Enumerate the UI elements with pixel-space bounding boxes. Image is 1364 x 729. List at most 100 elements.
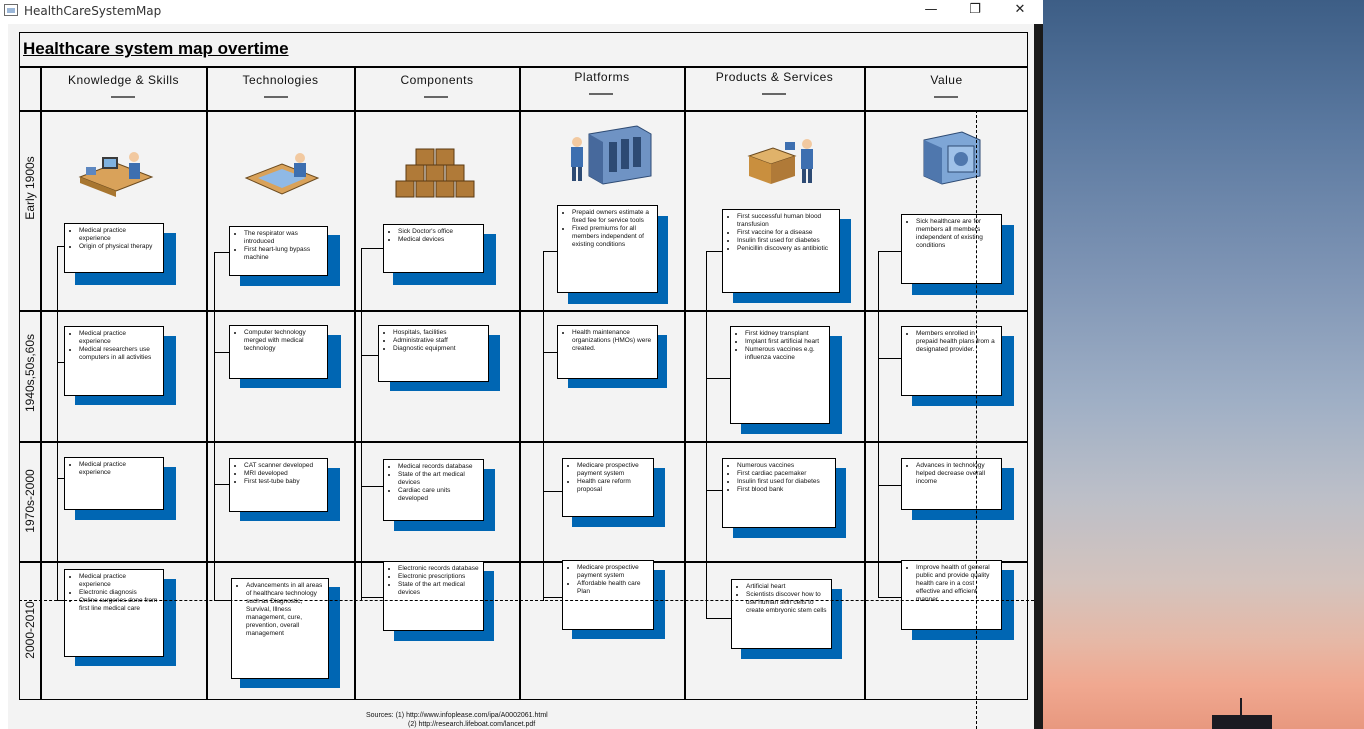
- cell-item: Improve health of general public and pro…: [916, 564, 997, 604]
- source-line: (2) http://research.lifeboat.com/lancet.…: [408, 721, 536, 728]
- cell-item: Fixed premiums for all members independe…: [572, 225, 653, 249]
- cell-item: Medicare prospective payment system: [577, 564, 649, 580]
- cell-item: Medical researchers use computers in all…: [79, 346, 159, 362]
- cell-item: First vaccine for a disease: [737, 229, 835, 237]
- cell-item: Diagnostic equipment: [393, 345, 484, 353]
- connector-line: [878, 358, 902, 359]
- connector-line: [543, 251, 544, 601]
- grid-line: [206, 66, 208, 700]
- column-header: Components: [400, 73, 474, 87]
- blueprint-planner-icon: [244, 153, 320, 195]
- cell-box: Medicare prospective payment systemHealt…: [562, 458, 654, 517]
- cell-box: Advancements in all areas of healthcare …: [231, 578, 329, 679]
- guide-line: [19, 600, 1034, 601]
- cell-item: CAT scanner developed: [244, 462, 323, 470]
- connector-line: [878, 251, 879, 598]
- cell-item: First cardiac pacemaker: [737, 470, 831, 478]
- cell-box: Health maintenance organizations (HMOs) …: [557, 325, 658, 379]
- document-title: Healthcare system map overtime: [23, 39, 289, 58]
- connector-line: [361, 355, 379, 356]
- delivery-box-icon: [747, 139, 813, 184]
- cell-item: Medical practice experience: [79, 461, 159, 477]
- cell-box: Medical practice experienceMedical resea…: [64, 326, 164, 396]
- connector-line: [361, 597, 383, 598]
- cell-item: First successful human blood transfusion: [737, 213, 835, 229]
- cell-item: Scientists discover how to use human ski…: [746, 591, 827, 615]
- cell-item: Sick Doctor's office: [398, 228, 479, 236]
- source-line: Sources: (1) http://www.infoplease.com/i…: [366, 712, 548, 719]
- cell-item: Prepaid owners estimate a fixed fee for …: [572, 209, 653, 225]
- cell-box: Medical records databaseState of the art…: [383, 459, 484, 521]
- close-button[interactable]: ✕: [1014, 2, 1026, 17]
- cell-item: Hospitals, facilities: [393, 329, 484, 337]
- grid-line: [40, 66, 42, 700]
- cell-box: Medical practice experienceOrigin of phy…: [64, 223, 164, 273]
- header-underline: [934, 96, 958, 98]
- connector-line: [543, 251, 558, 252]
- connector-line: [214, 352, 230, 353]
- map-grid: [19, 32, 1028, 700]
- era-label: 1940s,50s,60s: [23, 333, 37, 413]
- connector-line: [878, 597, 902, 598]
- cell-item: Computer technology merged with medical …: [244, 329, 323, 353]
- cell-box: The respirator was introducedFirst heart…: [229, 226, 328, 276]
- connector-line: [543, 352, 558, 353]
- connector-line: [57, 362, 65, 363]
- window-title: HealthCareSystemMap: [24, 4, 162, 18]
- cell-item: MRI developed: [244, 470, 323, 478]
- cell-item: Numerous vaccines e.g. influenza vaccine: [745, 346, 825, 362]
- cell-box: Medical practice experienceElectronic di…: [64, 569, 164, 657]
- cell-box: First successful human blood transfusion…: [722, 209, 840, 293]
- maximize-button[interactable]: ❐: [969, 2, 981, 17]
- cell-item: Electronic diagnosis: [79, 589, 159, 597]
- window-edge: [1034, 24, 1043, 729]
- cell-item: Electronic records database: [398, 565, 479, 573]
- cell-box: Medical practice experience: [64, 457, 164, 510]
- desk-worker-icon: [78, 152, 154, 197]
- title-bar: HealthCareSystemMap — ❐ ✕: [0, 0, 1043, 22]
- cell-item: First heart-lung bypass machine: [244, 246, 323, 262]
- header-underline: [111, 96, 135, 98]
- cell-item: First blood bank: [737, 486, 831, 494]
- cell-item: First kidney transplant: [745, 330, 825, 338]
- connector-line: [706, 251, 723, 252]
- column-header: Products & Services: [715, 70, 834, 84]
- cell-item: State of the art medical devices: [398, 471, 479, 487]
- connector-line: [543, 597, 562, 598]
- grid-line: [19, 310, 1028, 312]
- cell-box: Advances in technology helped decrease o…: [901, 458, 1002, 510]
- wallpaper-building: [1212, 715, 1272, 729]
- server-rack-icon: [571, 125, 652, 185]
- boxes-icon: [395, 148, 475, 198]
- cell-item: Health maintenance organizations (HMOs) …: [572, 329, 653, 353]
- connector-line: [543, 491, 562, 492]
- minimize-button[interactable]: —: [924, 2, 938, 17]
- cell-item: Advancements in all areas of healthcare …: [246, 582, 324, 638]
- grid-line: [19, 66, 1028, 68]
- column-header: Technologies: [242, 73, 319, 87]
- connector-line: [214, 252, 215, 601]
- column-header: Platforms: [574, 70, 630, 84]
- cell-item: The respirator was introduced: [244, 230, 323, 246]
- cell-box: Numerous vaccinesFirst cardiac pacemaker…: [722, 458, 836, 528]
- cell-item: First test-tube baby: [244, 478, 323, 486]
- cell-item: Medical practice experience: [79, 227, 159, 243]
- cell-item: Implant first artificial heart: [745, 338, 825, 346]
- connector-line: [361, 486, 383, 487]
- cell-item: Origin of physical therapy: [79, 243, 159, 251]
- cell-item: Affordable health care Plan: [577, 580, 649, 596]
- connector-line: [57, 246, 65, 247]
- desktop-wallpaper: [1043, 0, 1364, 729]
- era-label: 2000-2010: [23, 601, 37, 659]
- cell-box: Medicare prospective payment systemAffor…: [562, 560, 654, 630]
- header-underline: [589, 93, 613, 95]
- cell-box: First kidney transplantImplant first art…: [730, 326, 830, 424]
- sources-note: Sources: (1) http://www.infoplease.com/i…: [366, 711, 548, 729]
- era-label: Early 1900s: [23, 156, 37, 220]
- header-underline: [424, 96, 448, 98]
- cell-box: Sick healthcare are for members all memb…: [901, 214, 1002, 284]
- cell-box: Prepaid owners estimate a fixed fee for …: [557, 205, 658, 293]
- connector-line: [706, 251, 707, 618]
- cell-item: State of the art medical devices: [398, 581, 479, 597]
- connector-line: [57, 478, 65, 479]
